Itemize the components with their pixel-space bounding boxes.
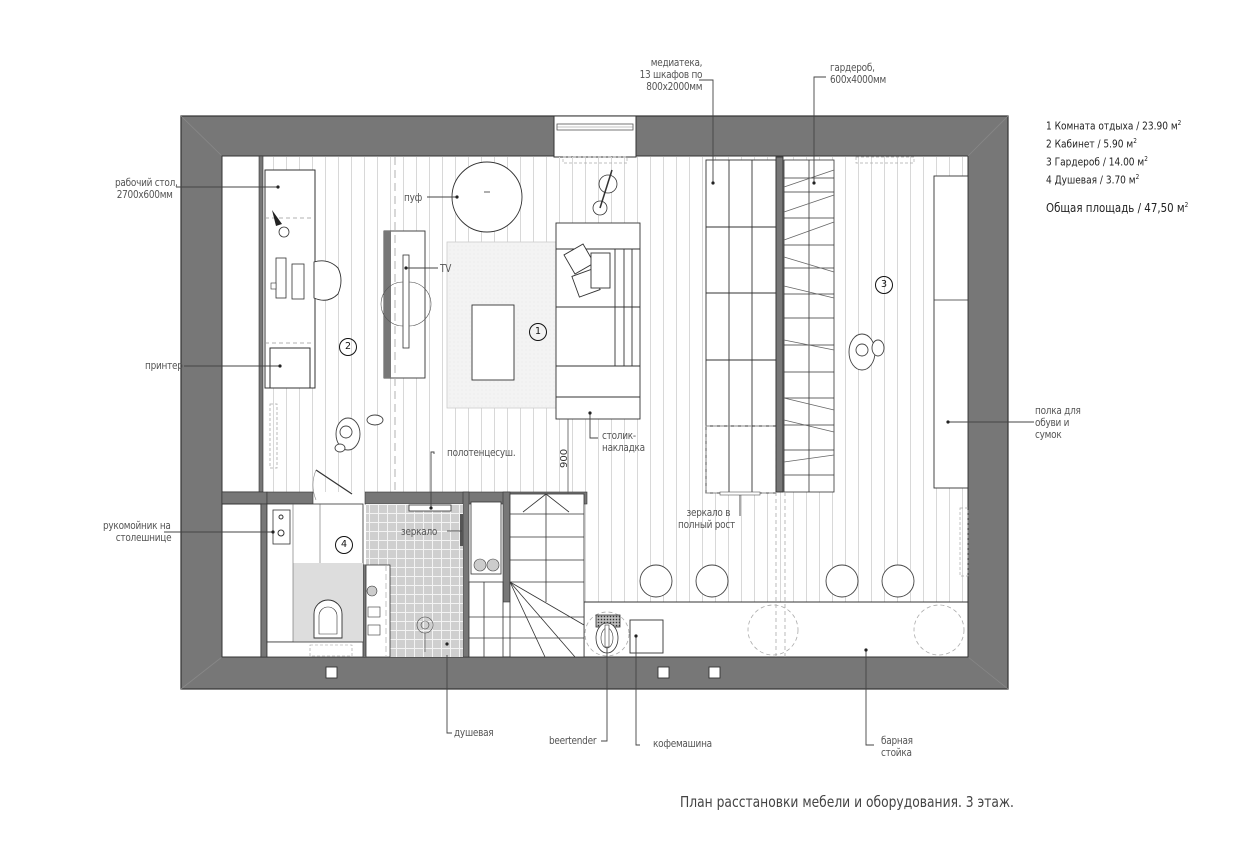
- legend-room-1: 1 Комната отдыха / 23.90 м2: [1046, 119, 1182, 133]
- room-marker-1: 1: [529, 323, 547, 341]
- label-media-line1: медиатека,: [650, 57, 703, 69]
- floor-lamp: [562, 156, 628, 216]
- label-bar-counter: барная стойка: [881, 735, 913, 759]
- area-legend: 1 Комната отдыха / 23.90 м2 2 Кабинет / …: [1046, 116, 1188, 215]
- room-marker-4: 4: [335, 536, 353, 554]
- legend-total-area: Общая площадь / 47,50 м2: [1046, 199, 1189, 215]
- legend-room-4: 4 Душевая / 3.70 м2: [1046, 173, 1140, 188]
- legend-room-3: 3 Гардероб / 14.00 м2: [1046, 155, 1148, 169]
- drawing-title: План расстановки мебели и оборудования. …: [680, 793, 1014, 811]
- sofa: [555, 222, 641, 420]
- wall-sockets: [325, 666, 721, 679]
- work-desk: [264, 169, 342, 469]
- beertender-unit: [595, 614, 621, 654]
- pouf: [451, 161, 523, 233]
- bar-counter-details: [584, 492, 965, 657]
- coffee-machine: [629, 619, 664, 654]
- label-tv: TV: [440, 263, 452, 275]
- label-shower: душевая: [454, 727, 494, 739]
- office-partition: [221, 155, 268, 658]
- label-desk-line2: 2700х600мм: [116, 189, 173, 201]
- label-pouf: пуф: [404, 192, 422, 204]
- staircase: [469, 493, 585, 658]
- label-side-table-line1: столик-: [602, 430, 636, 442]
- room-marker-3: 3: [875, 276, 893, 294]
- media-library-cabinets: [705, 156, 784, 496]
- label-full-mirror: зеркало в полный рост: [678, 507, 735, 531]
- label-desk: рабочий стол, 2700х600мм: [115, 177, 178, 201]
- shoe-shelf: [933, 175, 969, 577]
- label-printer: принтер: [145, 360, 183, 372]
- label-sink-line1: рукомойник на: [103, 520, 171, 532]
- dimension-900: 900: [559, 448, 570, 468]
- label-shoe-shelf: полка для обуви и сумок: [1035, 405, 1081, 441]
- tv-unit: [380, 157, 432, 492]
- storage-niche: [468, 501, 504, 658]
- label-side-table-line2: накладка: [602, 442, 645, 454]
- label-coffee-machine: кофемашина: [653, 738, 712, 750]
- leader-lines: [164, 76, 1034, 746]
- label-sink-line2: столешнице: [115, 532, 172, 544]
- wardrobe-shelving: [783, 159, 835, 493]
- label-full-mirror-line1: зеркало в: [686, 507, 731, 519]
- leader-dots: [271, 181, 950, 652]
- label-mirror: зеркало: [401, 526, 438, 538]
- label-wardrobe-line1: гардероб,: [830, 62, 875, 74]
- label-bar-line2: стойка: [881, 747, 912, 759]
- label-wardrobe: гардероб, 600х4000мм: [830, 62, 886, 86]
- label-towel-dryer: полотенцесуш.: [447, 447, 516, 459]
- label-sink: рукомойник на столешнице: [103, 520, 172, 544]
- label-media-library: медиатека, 13 шкафов по 800х2000мм: [638, 57, 703, 93]
- label-shoe-shelf-line2: обуви и: [1035, 417, 1070, 429]
- label-full-mirror-line2: полный рост: [678, 519, 735, 531]
- label-shoe-shelf-line3: сумок: [1035, 429, 1062, 441]
- bar-stools: [639, 564, 915, 598]
- label-beertender: beertender: [549, 735, 597, 747]
- label-desk-line1: рабочий стол,: [115, 177, 178, 189]
- label-bar-line1: барная: [881, 735, 913, 747]
- label-media-line2: 13 шкафов по: [639, 69, 703, 81]
- bathroom: [266, 503, 463, 658]
- label-media-line3: 800х2000мм: [646, 81, 703, 93]
- legend-room-2: 2 Кабинет / 5.90 м2: [1046, 137, 1137, 151]
- person-figure: [334, 414, 384, 453]
- label-wardrobe-line2: 600х4000мм: [830, 74, 886, 86]
- person-figure: [848, 333, 885, 371]
- label-side-table: столик- накладка: [602, 430, 645, 454]
- door-swing: [312, 469, 353, 501]
- label-shoe-shelf-line1: полка для: [1035, 405, 1081, 417]
- room-marker-2: 2: [339, 338, 357, 356]
